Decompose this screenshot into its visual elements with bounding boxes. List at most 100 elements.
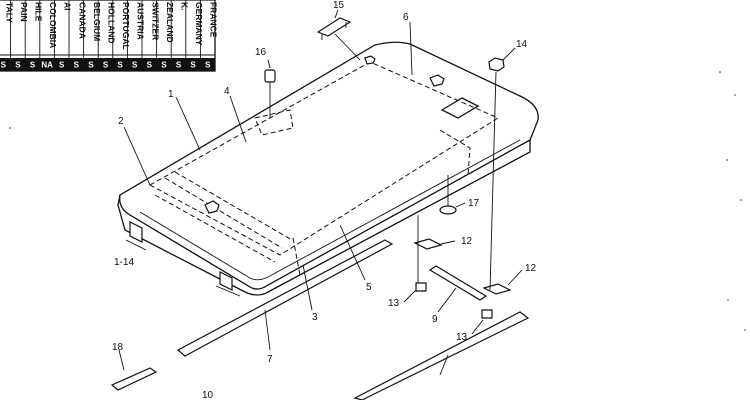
table-code-cell: S (132, 61, 138, 70)
callout-12a: 12 (461, 236, 473, 247)
callout-1-14: 1-14 (114, 257, 134, 268)
table-country-header: K. (180, 2, 190, 11)
table-code-cell: S (1, 61, 7, 70)
scan-specks (9, 71, 746, 331)
leader-17 (455, 202, 466, 208)
leader-12b (507, 269, 523, 286)
callout-14: 14 (516, 39, 528, 50)
callout-13b: 13 (456, 332, 468, 343)
table-code-cell: S (176, 61, 182, 70)
table-country-header: SWITZER (150, 2, 160, 40)
table-country-header: CANADA (77, 2, 87, 39)
leader-14-down (489, 71, 497, 291)
callout-7: 7 (267, 354, 273, 365)
callout-3: 3 (312, 312, 318, 323)
leader-9 (437, 287, 457, 313)
cover-top-panel (119, 41, 539, 290)
handle-part-15 (316, 17, 352, 37)
latch-left (204, 200, 220, 214)
hinge-bracket-left (129, 221, 143, 243)
callout-13a: 13 (388, 298, 400, 309)
table-code-cell: S (117, 61, 123, 70)
strip-2-outline (164, 177, 283, 249)
hinge-pin-right (215, 285, 241, 297)
callout-6: 6 (403, 12, 409, 23)
table-country-header: HILE (34, 2, 44, 22)
strip-part-9 (428, 265, 488, 301)
callout-15: 15 (333, 0, 345, 11)
country-table: TALYSPAINSHILESCOLOMBIANAAISCANADASBELGI… (0, 0, 219, 72)
leader-1 (175, 96, 201, 151)
cover-edge-line (129, 214, 251, 288)
callout-9: 9 (432, 314, 438, 325)
strip-5-outline (439, 129, 471, 176)
table-country-header: GERMANY (194, 2, 204, 46)
callout-2: 2 (118, 116, 124, 127)
pad-part-12-a (413, 238, 443, 250)
callout-1: 1 (168, 89, 174, 100)
callout-5: 5 (366, 282, 372, 293)
block-part-18 (110, 367, 158, 391)
callout-4: 4 (224, 86, 230, 97)
screw-part-13-b (481, 309, 493, 319)
strip-part-7 (176, 239, 394, 357)
cover-inner-edge (139, 139, 521, 281)
leader-18 (118, 349, 125, 371)
table-code-cell: S (205, 61, 211, 70)
inner-panel-lower (154, 194, 276, 263)
leader-13a (403, 289, 417, 303)
handle-legs (321, 22, 347, 40)
table-code-cell: S (190, 61, 196, 70)
leader-5 (339, 224, 366, 281)
grommet-part-17 (439, 205, 457, 215)
hinge-bracket-right (219, 271, 233, 291)
leader-13b (471, 319, 484, 335)
latch-right (429, 74, 445, 87)
strip-2-outline-b (174, 171, 293, 241)
table-country-header: AUSTRIA (136, 2, 146, 40)
leader-14 (502, 47, 516, 61)
leader-15b (334, 33, 361, 61)
table-country-header: PAIN (19, 2, 29, 22)
leader-12a (440, 240, 456, 245)
leader-7 (264, 309, 271, 351)
table-code-cell: S (15, 61, 21, 70)
table-code-cell: S (30, 61, 36, 70)
callout-labels: 15 6 14 16 1 4 2 17 12 1-14 5 12 13 3 9 … (112, 0, 537, 400)
nut-part-14 (488, 57, 505, 72)
leader-6 (409, 21, 413, 76)
leader-10 (439, 354, 449, 376)
leader-lines (118, 9, 523, 376)
hinge-pin-left (125, 239, 147, 251)
loose-parts (110, 17, 530, 400)
callout-12b: 12 (525, 263, 537, 274)
table-code-cell: S (103, 61, 109, 70)
label-area (254, 109, 294, 136)
table-code-cell: S (161, 61, 167, 70)
leader-15 (334, 9, 339, 19)
table-code-cell: S (59, 61, 65, 70)
callout-17: 17 (468, 198, 480, 209)
callout-18: 18 (112, 342, 124, 353)
inner-panel-outline (148, 61, 500, 256)
table-country-header: ZEALAND (165, 2, 175, 43)
cover-window (440, 97, 480, 119)
cover-front-skirt (117, 140, 531, 296)
table-country-header: FRANCE (209, 2, 219, 38)
table-country-header: COLOMBIA (48, 2, 58, 48)
table-country-header: BELGIUM (92, 2, 102, 41)
table-country-header: AI (63, 2, 73, 11)
latch-top (364, 55, 376, 65)
cover-assembly (117, 41, 539, 297)
leader-4 (229, 95, 247, 143)
strip-part-10 (353, 311, 530, 400)
screw-part-13-a (415, 282, 427, 292)
table-code-cell: S (88, 61, 94, 70)
table-country-header: PORTUGAL (121, 2, 131, 50)
table-country-header: TALY (4, 2, 14, 23)
leader-16 (267, 59, 271, 69)
table-code-cell: S (147, 61, 153, 70)
table-code-cell: S (74, 61, 80, 70)
table-code-row (0, 58, 215, 71)
